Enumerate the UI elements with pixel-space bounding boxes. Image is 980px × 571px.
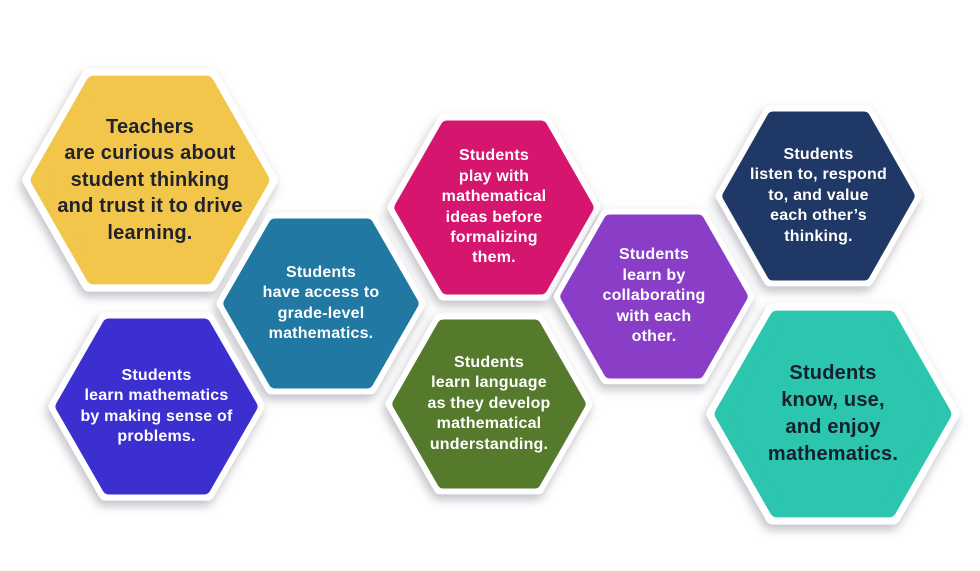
hexagon-text: Students listen to, respond to, and valu… <box>750 145 887 245</box>
hexagon-shape <box>394 120 594 295</box>
hexagon-shape <box>714 310 952 518</box>
hexagon-text: Teachers are curious about student think… <box>57 116 243 244</box>
hexagon-text: Students have access to grade-level math… <box>262 263 380 342</box>
hexagon-shape <box>223 218 419 389</box>
hexagon-text: Students learn by collaborating with eac… <box>602 246 706 346</box>
hexagon-text: Students play with mathematical ideas be… <box>441 147 547 267</box>
hexagon-language-development: Students learn language as they develop … <box>385 313 593 495</box>
hexagon-text: Students learn mathematics by making sen… <box>80 366 233 445</box>
hexagon-teachers-curiosity: Teachers are curious about student think… <box>22 68 278 292</box>
hexagon-play-with-ideas: Students play with mathematical ideas be… <box>387 114 601 301</box>
hexagon-know-use-enjoy: Students know, use, and enjoy mathematic… <box>706 303 960 525</box>
hexagon-text: Students learn language as they develop … <box>427 353 551 453</box>
hexagon-shape <box>722 111 915 281</box>
hexagon-sense-making: Students learn mathematics by making sen… <box>48 312 265 501</box>
hexagon-shape <box>30 75 270 285</box>
hexagon-shape <box>560 214 748 379</box>
hexagon-text: Students know, use, and enjoy mathematic… <box>767 362 899 465</box>
hexagon-collaboration: Students learn by collaborating with eac… <box>553 208 755 385</box>
hexagon-grade-level-access: Students have access to grade-level math… <box>216 212 426 395</box>
hexagon-listening-valuing: Students listen to, respond to, and valu… <box>715 105 922 287</box>
hexagon-shape <box>392 319 586 489</box>
hexagon-shape <box>55 318 258 495</box>
